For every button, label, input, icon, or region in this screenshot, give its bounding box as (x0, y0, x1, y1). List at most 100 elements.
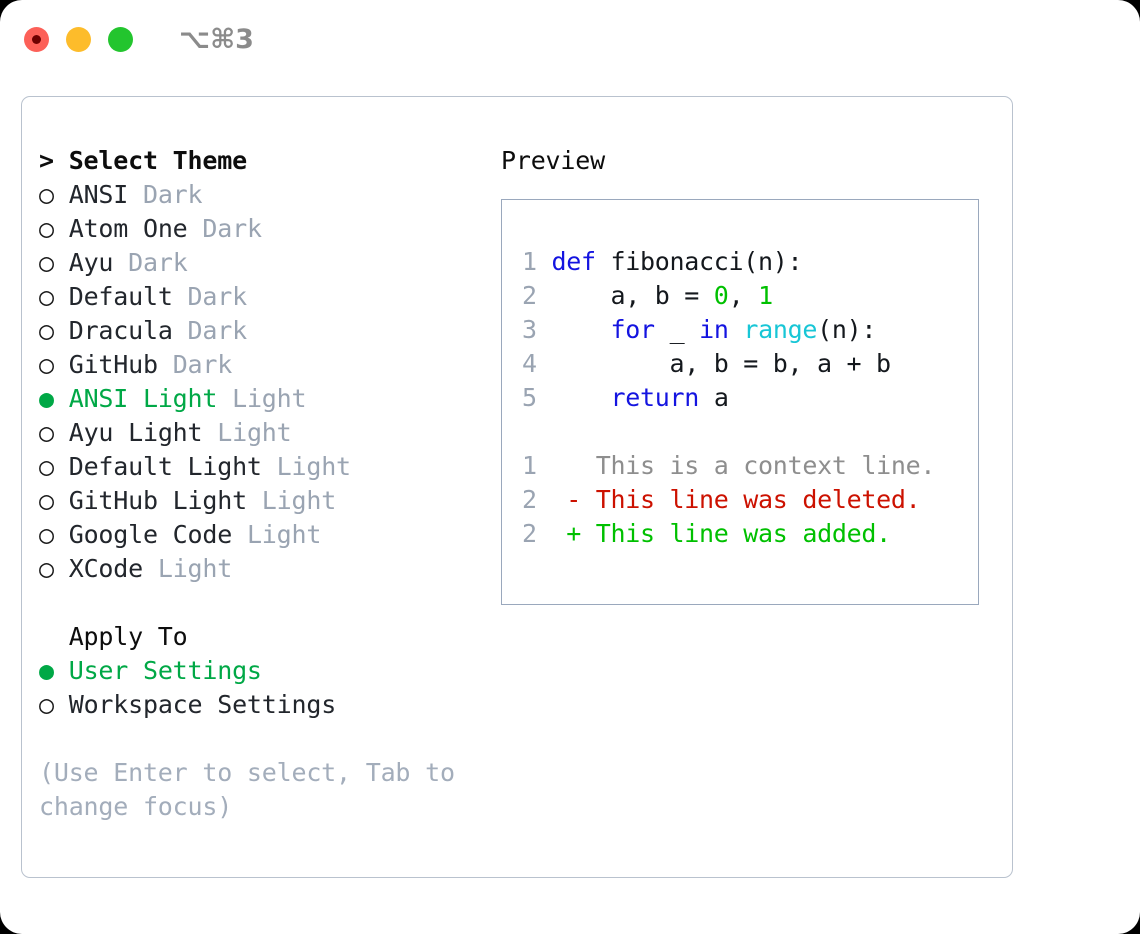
theme-list-item[interactable]: ● ANSI Light Light (39, 382, 500, 416)
spacer (54, 282, 69, 311)
code-token: 0 (713, 281, 729, 310)
spacer (54, 486, 69, 515)
spacer (54, 248, 69, 277)
theme-list-item[interactable]: ○ Google Code Light (39, 518, 500, 552)
apply-to-option[interactable]: ○ Workspace Settings (39, 688, 500, 722)
line-number: 1 (522, 247, 537, 276)
apply-to-option-label: User Settings (68, 656, 262, 685)
spacer (54, 554, 69, 583)
radio-unselected-icon[interactable]: ○ (39, 418, 54, 447)
code-token: def (551, 247, 611, 276)
theme-name: Default (68, 282, 173, 311)
spacer (262, 452, 277, 481)
spacer (54, 384, 69, 413)
apply-to-title: Apply To (39, 620, 500, 654)
keyboard-hint: (Use Enter to select, Tab to change focu… (39, 758, 455, 821)
line-number: 2 (522, 281, 537, 310)
preview-title: Preview (501, 146, 605, 175)
radio-unselected-icon[interactable]: ○ (39, 486, 54, 515)
window-controls (24, 26, 133, 52)
code-line: 1 def fibonacci(n): (522, 245, 978, 279)
gutter-gap (537, 315, 552, 344)
radio-unselected-icon[interactable]: ○ (39, 554, 54, 583)
radio-unselected-icon[interactable]: ○ (39, 282, 54, 311)
diff-line: 2 + This line was added. (522, 517, 978, 551)
minimize-button[interactable] (66, 26, 91, 52)
gutter-gap (537, 451, 567, 480)
radio-unselected-icon[interactable]: ○ (39, 520, 54, 549)
spacer (143, 554, 158, 583)
line-number: 1 (522, 451, 537, 480)
gutter-gap (537, 383, 552, 412)
code-token: _ (654, 315, 700, 344)
radio-unselected-icon[interactable]: ○ (39, 180, 54, 209)
theme-list-item[interactable]: ○ GitHub Dark (39, 348, 500, 382)
close-button[interactable] (24, 26, 49, 52)
spacer (173, 316, 188, 345)
theme-variant-label: Dark (202, 214, 262, 243)
theme-list-item[interactable]: ○ Ayu Dark (39, 246, 500, 280)
line-number: 4 (522, 349, 537, 378)
spacer (188, 214, 203, 243)
spacer (54, 214, 69, 243)
theme-list-item[interactable]: ○ Atom One Dark (39, 212, 500, 246)
line-number: 2 (522, 485, 537, 514)
code-token: in (699, 315, 729, 344)
theme-list-item[interactable]: ○ Default Light Light (39, 450, 500, 484)
radio-selected-icon[interactable]: ● (39, 384, 54, 413)
theme-variant-label: Dark (128, 248, 188, 277)
code-line: 3 for _ in range(n): (522, 313, 978, 347)
window-titlebar: ⌥⌘3 (0, 0, 1140, 78)
diff-sign (566, 451, 596, 480)
code-token (552, 383, 611, 412)
spacer (232, 520, 247, 549)
theme-name: Default Light (68, 452, 262, 481)
theme-name: Dracula (68, 316, 173, 345)
code-token: return (610, 383, 700, 412)
code-token: , (728, 281, 759, 310)
code-token (552, 315, 611, 344)
theme-list-item[interactable]: ○ ANSI Dark (39, 178, 500, 212)
spacer (128, 180, 143, 209)
line-number: 2 (522, 519, 537, 548)
radio-selected-icon[interactable]: ● (39, 656, 54, 685)
theme-list-item[interactable]: ○ XCode Light (39, 552, 500, 586)
theme-variant-label: Light (157, 554, 233, 583)
keyboard-shortcut-label: ⌥⌘3 (179, 23, 254, 55)
spacer (54, 452, 69, 481)
gutter-gap (537, 519, 567, 548)
diff-text: This line was deleted. (595, 485, 921, 514)
code-token (729, 315, 744, 344)
code-line: 4 a, b = b, a + b (522, 347, 978, 381)
gutter-gap (537, 281, 552, 310)
radio-unselected-icon[interactable]: ○ (39, 452, 54, 481)
spacer (54, 418, 69, 447)
gutter-gap (537, 485, 567, 514)
theme-list-item[interactable]: ○ GitHub Light Light (39, 484, 500, 518)
theme-name: GitHub Light (68, 486, 247, 515)
radio-unselected-icon[interactable]: ○ (39, 316, 54, 345)
theme-name: Ayu (68, 248, 114, 277)
gutter-gap (537, 349, 552, 378)
theme-list-item[interactable]: ○ Ayu Light Light (39, 416, 500, 450)
theme-list-column: > Select Theme ○ ANSI Dark○ Atom One Dar… (22, 97, 500, 877)
radio-unselected-icon[interactable]: ○ (39, 690, 54, 719)
maximize-button[interactable] (108, 26, 133, 52)
spacer (54, 180, 69, 209)
theme-list-item[interactable]: ○ Default Dark (39, 280, 500, 314)
code-token: a, b = b, a + b (551, 349, 892, 378)
apply-to-title-text: Apply To (68, 622, 188, 651)
spacer (54, 520, 69, 549)
radio-unselected-icon[interactable]: ○ (39, 248, 54, 277)
theme-list: ○ ANSI Dark○ Atom One Dark○ Ayu Dark○ De… (39, 178, 500, 586)
radio-unselected-icon[interactable]: ○ (39, 350, 54, 379)
apply-to-option[interactable]: ● User Settings (39, 654, 500, 688)
radio-unselected-icon[interactable]: ○ (39, 214, 54, 243)
code-line: 2 a, b = 0, 1 (522, 279, 978, 313)
theme-name: ANSI Light (68, 384, 218, 413)
theme-list-item[interactable]: ○ Dracula Dark (39, 314, 500, 348)
spacer (158, 350, 173, 379)
